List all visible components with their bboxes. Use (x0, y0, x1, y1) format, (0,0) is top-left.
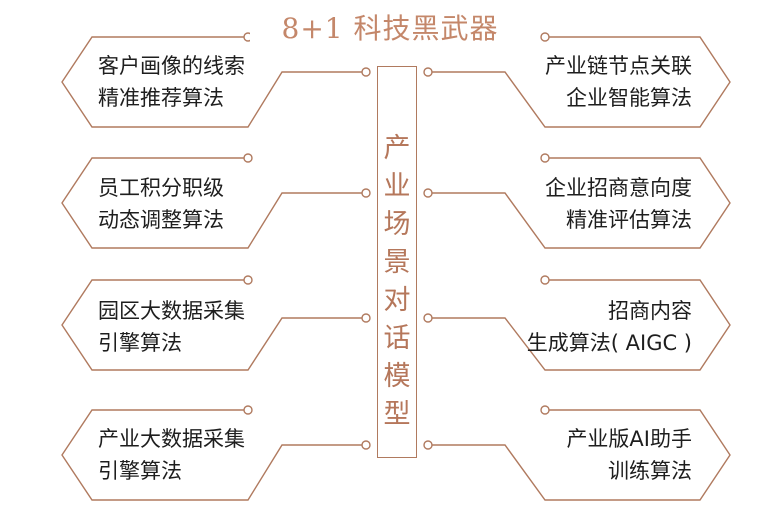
left-item-3-line2: 引擎算法 (98, 331, 182, 355)
left-item-4: 产业大数据采集 引擎算法 (98, 423, 245, 487)
node-dot (423, 313, 433, 323)
right-item-4: 产业版AI助手 训练算法 (566, 423, 692, 487)
right-frame-1 (432, 36, 731, 128)
node-dot (540, 153, 550, 163)
diagram-title: 8+1 科技黑武器 (250, 12, 530, 46)
left-item-4-line1: 产业大数据采集 (98, 427, 245, 451)
left-item-4-line2: 引擎算法 (98, 459, 182, 483)
right-item-2: 企业招商意向度 精准评估算法 (545, 172, 692, 236)
right-item-1-line1: 产业链节点关联 (545, 54, 692, 78)
left-frame-1 (61, 36, 362, 128)
left-item-1-line1: 客户画像的线索 (98, 54, 245, 78)
center-model-label: 产业场景对话模型 (383, 133, 411, 430)
node-dot (540, 405, 550, 415)
right-item-2-line2: 精准评估算法 (566, 208, 692, 232)
right-frame-4 (432, 409, 731, 501)
node-dot (423, 440, 433, 450)
node-dot (423, 188, 433, 198)
node-dot (361, 440, 371, 450)
node-dot (361, 188, 371, 198)
left-frame-2 (61, 157, 362, 249)
right-item-1-line2: 企业智能算法 (566, 86, 692, 110)
node-dot (423, 67, 433, 77)
node-dot (540, 32, 550, 42)
left-item-2: 员工积分职级 动态调整算法 (98, 172, 224, 236)
right-frame-3 (432, 279, 731, 371)
left-item-3-line1: 园区大数据采集 (98, 299, 245, 323)
right-frame-2 (432, 157, 731, 249)
node-dot (243, 275, 253, 285)
node-dot (361, 313, 371, 323)
center-model-box (377, 66, 417, 458)
right-item-1: 产业链节点关联 企业智能算法 (545, 50, 692, 114)
right-item-2-line1: 企业招商意向度 (545, 176, 692, 200)
node-dot (361, 67, 371, 77)
left-item-1: 客户画像的线索 精准推荐算法 (98, 50, 245, 114)
left-frame-3 (61, 279, 362, 371)
left-item-3: 园区大数据采集 引擎算法 (98, 295, 245, 359)
right-item-4-line2: 训练算法 (608, 459, 692, 483)
left-item-1-line2: 精准推荐算法 (98, 86, 224, 110)
left-frame-4 (61, 409, 362, 501)
node-dot (243, 153, 253, 163)
left-item-2-line1: 员工积分职级 (98, 176, 224, 200)
right-item-3-line1: 招商内容 (608, 299, 692, 323)
right-item-3: 招商内容 生成算法( AIGC ) (527, 295, 692, 359)
node-dot (540, 275, 550, 285)
right-item-3-line2: 生成算法( AIGC ) (526, 331, 692, 355)
right-item-4-line1: 产业版AI助手 (566, 427, 692, 451)
left-item-2-line2: 动态调整算法 (98, 208, 224, 232)
node-dot (243, 405, 253, 415)
